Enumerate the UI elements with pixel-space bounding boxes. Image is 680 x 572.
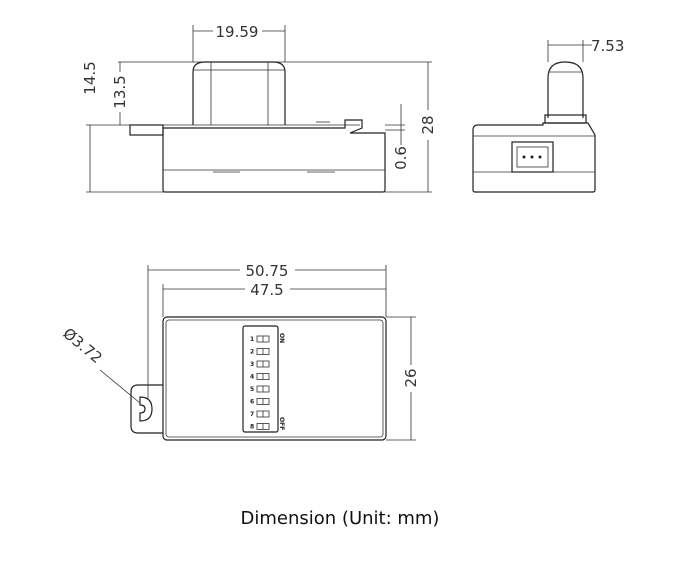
dip-switch-number: 8 xyxy=(250,424,254,431)
dip-switch-number: 1 xyxy=(250,336,254,343)
dim-height-28: 28 xyxy=(419,115,437,134)
dip-switch-number: 5 xyxy=(250,386,254,393)
dim-sensor-width: 19.59 xyxy=(216,23,259,41)
dim-hole-diameter: Ø3.72 xyxy=(59,324,105,367)
dim-step-0-6: 0.6 xyxy=(392,146,410,170)
dip-switch-number: 3 xyxy=(250,361,254,368)
dip-off-label: OFF xyxy=(278,417,285,430)
dip-switch-number: 2 xyxy=(250,349,254,356)
dim-sensor-diameter: 7.53 xyxy=(591,37,624,55)
front-view: 19.59 14.5 13.5 28 0.6 xyxy=(81,23,437,193)
dim-height-13-5: 13.5 xyxy=(111,75,129,108)
dip-on-label: ON xyxy=(278,333,285,343)
dip-switch-number: 4 xyxy=(250,374,254,381)
dip-switch-number: 7 xyxy=(250,411,254,418)
dim-height-14-5: 14.5 xyxy=(81,61,99,94)
dim-body-length: 47.5 xyxy=(250,281,283,299)
side-view: 7.53 xyxy=(472,37,624,193)
dip-switch-number: 6 xyxy=(250,399,254,406)
dim-overall-length: 50.75 xyxy=(246,262,289,280)
bottom-view: 1 2 3 4 5 6 7 8 ON OFF 50.75 47.5 26 Ø3.72 xyxy=(59,262,420,441)
caption: Dimension (Unit: mm) xyxy=(240,508,440,529)
dim-width: 26 xyxy=(402,368,420,387)
